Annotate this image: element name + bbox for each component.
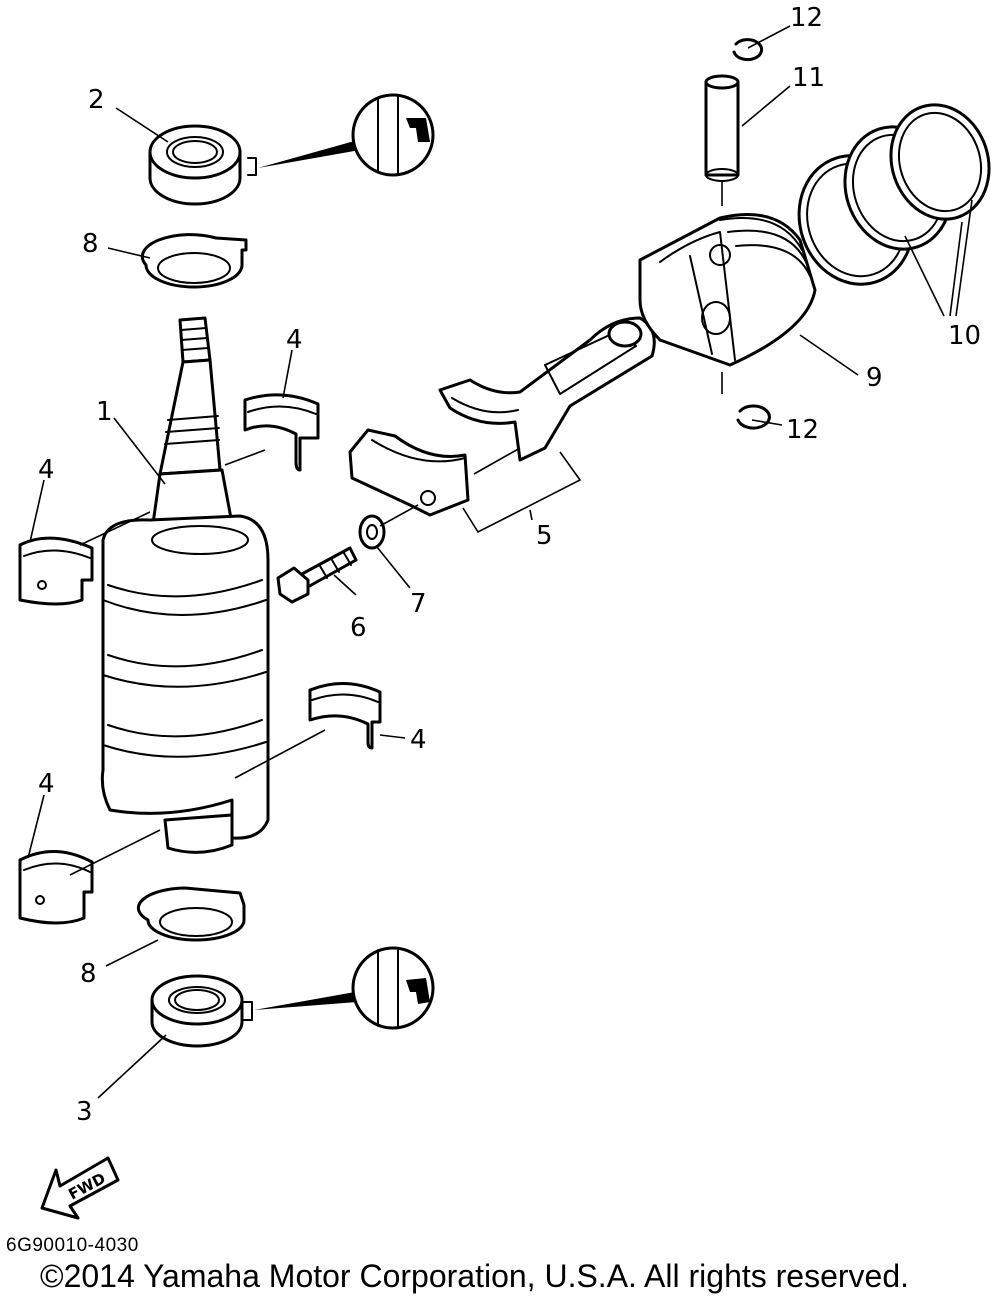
connecting-rod-cap[interactable]: [348, 428, 470, 517]
piston-pin[interactable]: [704, 74, 740, 182]
small-washer[interactable]: [358, 514, 386, 550]
callout-3: 3: [76, 1097, 93, 1127]
grease-detail-upper: [247, 93, 435, 177]
callout-6: 6: [350, 613, 367, 643]
copyright-notice: ©2014 Yamaha Motor Corporation, U.S.A. A…: [40, 1258, 910, 1294]
circlip-lower[interactable]: [736, 404, 771, 430]
callout-11: 11: [792, 63, 825, 93]
callout-9: 9: [866, 363, 883, 393]
piston[interactable]: [638, 213, 817, 367]
bearing-lower-right[interactable]: [308, 681, 382, 750]
callouts: 2 8 4 1 4 5 7 6 4 4 8 3 12 11 10 9 12: [38, 3, 981, 1127]
bearing-upper-left[interactable]: [18, 536, 94, 606]
callout-12-lower: 12: [786, 415, 819, 445]
callout-8-upper: 8: [82, 229, 99, 259]
crankshaft[interactable]: [100, 316, 270, 854]
callout-4-lower-left: 4: [38, 769, 55, 799]
oil-seal-upper[interactable]: [148, 124, 242, 206]
callout-2: 2: [88, 85, 105, 115]
piston-ring-3[interactable]: [876, 92, 1000, 232]
callout-4-upper-right: 4: [286, 325, 303, 355]
washer-lower[interactable]: [136, 886, 246, 942]
connecting-rod[interactable]: [438, 316, 656, 462]
callout-4-lower-right: 4: [410, 725, 427, 755]
diagram-code: 6G90010-4030: [6, 1235, 139, 1256]
callout-4-upper-left: 4: [38, 455, 55, 485]
callout-12-upper: 12: [790, 3, 823, 33]
bolt[interactable]: [276, 546, 358, 604]
leader-lines: [27, 25, 973, 1099]
callout-5: 5: [536, 521, 553, 551]
washer-upper[interactable]: [140, 233, 248, 289]
bearing-lower-left[interactable]: [18, 850, 94, 925]
grease-detail-lower: [243, 946, 435, 1030]
callout-1: 1: [96, 397, 113, 427]
callout-7: 7: [410, 589, 427, 619]
fwd-arrow-icon: FWD: [40, 1156, 120, 1220]
callout-10: 10: [948, 321, 981, 351]
oil-seal-lower[interactable]: [150, 974, 244, 1048]
bearing-upper-right[interactable]: [243, 393, 320, 472]
callout-8-lower: 8: [80, 959, 97, 989]
